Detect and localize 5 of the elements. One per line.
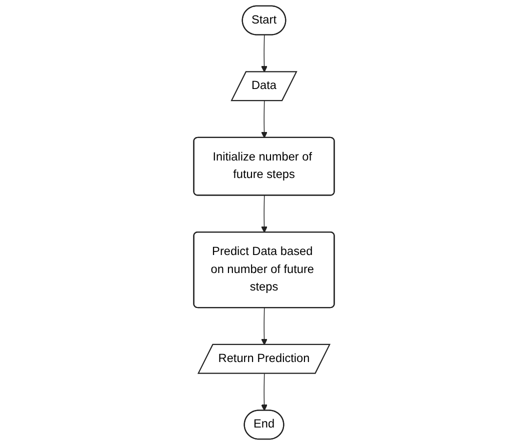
arrow — [261, 195, 268, 233]
arrow — [261, 100, 268, 138]
arrow — [261, 34, 268, 72]
arrow — [261, 308, 268, 346]
arrow — [261, 373, 268, 411]
